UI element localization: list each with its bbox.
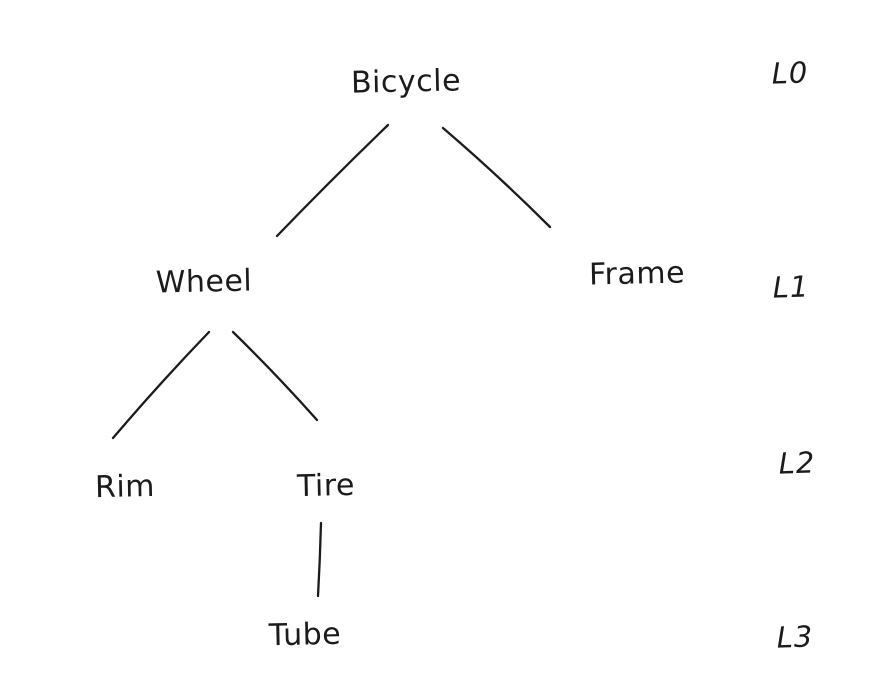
level-label-l2: L2: [778, 445, 816, 481]
level-label-l0: L0: [771, 55, 809, 91]
node-tube: Tube: [268, 616, 342, 654]
edge-wheel-tire: [231, 330, 319, 422]
node-rim: Rim: [94, 468, 156, 506]
level-label-l1: L1: [772, 269, 810, 305]
edge-bicycle-wheel: [275, 123, 390, 238]
edge-wheel-rim: [111, 330, 211, 440]
node-frame: Frame: [588, 255, 686, 293]
edge-tire-tube: [316, 521, 323, 598]
node-bicycle: Bicycle: [350, 63, 462, 101]
edge-bicycle-frame: [441, 126, 552, 229]
node-tire: Tire: [296, 467, 356, 505]
level-label-l3: L3: [776, 619, 814, 655]
node-wheel: Wheel: [155, 263, 253, 301]
